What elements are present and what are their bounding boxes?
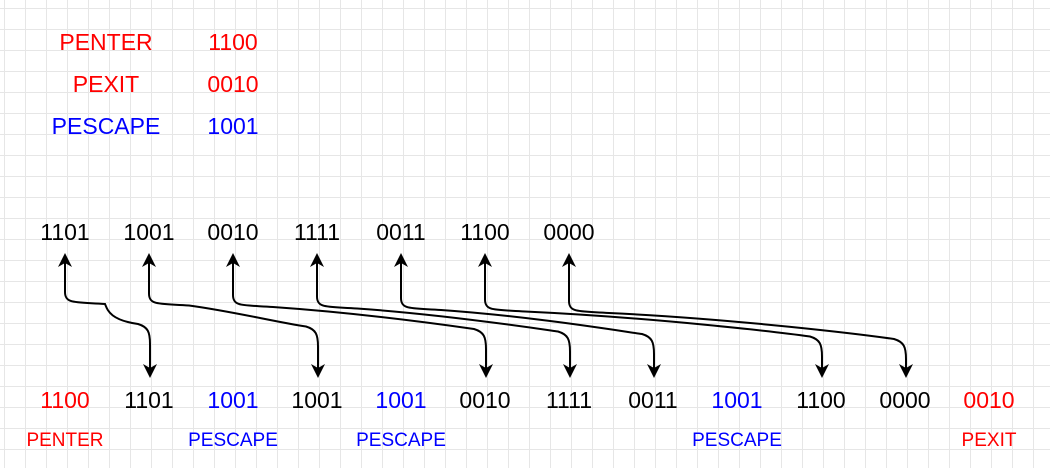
input-word-2: 0010 — [207, 219, 259, 245]
arrowhead-bottom-6 — [899, 364, 913, 378]
output-label-pescape-2: PESCAPE — [356, 430, 446, 451]
output-word-6: 1111 — [545, 387, 593, 413]
output-word-9: 1100 — [796, 387, 846, 413]
arrowhead-top-0 — [58, 253, 72, 267]
arrowhead-top-3 — [310, 253, 324, 267]
arrowhead-bottom-2 — [479, 364, 493, 378]
legend-pexit-code: 0010 — [207, 71, 259, 97]
arrowhead-top-5 — [478, 253, 492, 267]
output-word-8: 1001 — [711, 387, 763, 413]
output-word-10: 0000 — [879, 387, 931, 413]
input-word-5: 1100 — [460, 219, 510, 245]
output-label-pescape-3: PESCAPE — [692, 430, 782, 451]
arrowhead-bottom-4 — [647, 364, 661, 378]
mapping-arrow-6 — [568, 255, 907, 376]
arrowhead-bottom-1 — [311, 364, 325, 378]
legend-pescape-name: PESCAPE — [51, 113, 161, 139]
input-word-1: 1001 — [123, 219, 175, 245]
mapping-arrow-0 — [64, 255, 151, 376]
output-label-penter: PENTER — [26, 430, 104, 451]
output-word-11: 0010 — [963, 387, 1015, 413]
legend-penter-code: 1100 — [208, 29, 258, 55]
arrowhead-bottom-5 — [815, 364, 829, 378]
legend-penter-name: PENTER — [59, 29, 153, 55]
mapping-arrow-3 — [316, 255, 571, 376]
output-word-5: 0010 — [459, 387, 511, 413]
legend-pescape-code: 1001 — [207, 113, 259, 139]
arrowhead-top-4 — [394, 253, 408, 267]
output-word-1: 1101 — [124, 387, 174, 413]
input-word-3: 1111 — [293, 219, 341, 245]
input-word-0: 1101 — [40, 219, 90, 245]
output-label-pexit: PEXIT — [961, 430, 1017, 451]
output-label-pescape-1: PESCAPE — [188, 430, 278, 451]
output-word-0: 1100 — [40, 387, 90, 413]
input-word-4: 0011 — [376, 219, 426, 245]
arrowhead-top-6 — [562, 253, 576, 267]
input-word-6: 0000 — [543, 219, 595, 245]
output-word-2: 1001 — [207, 387, 259, 413]
output-word-7: 0011 — [628, 387, 678, 413]
output-word-3: 1001 — [291, 387, 343, 413]
output-word-4: 1001 — [375, 387, 427, 413]
arrowhead-bottom-0 — [143, 364, 157, 378]
legend-pexit-name: PEXIT — [72, 71, 140, 97]
mapping-arrow-2 — [232, 255, 487, 376]
arrowhead-bottom-3 — [563, 364, 577, 378]
arrowhead-top-2 — [226, 253, 240, 267]
arrowhead-top-1 — [142, 253, 156, 267]
